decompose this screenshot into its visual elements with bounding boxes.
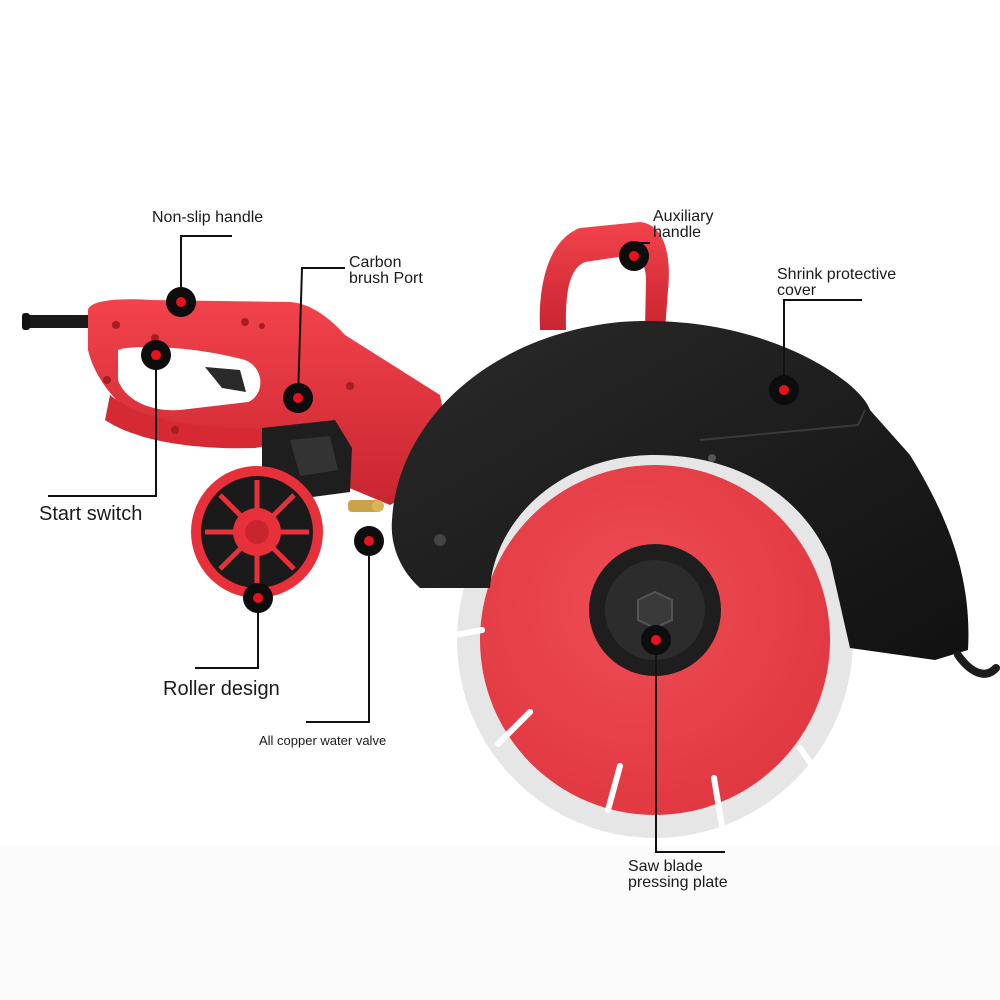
label-roller-design: Roller design: [163, 678, 280, 700]
leader-lines: [48, 235, 862, 853]
label-saw-blade-pressing-plate: Saw blade pressing plate: [628, 858, 728, 891]
floor-band: [0, 845, 1000, 1000]
label-carbon-brush-port: Carbon brush Port: [349, 254, 423, 287]
leader-blade-plate: [655, 640, 725, 853]
leader-water-valve: [306, 541, 370, 723]
marker-non-slip-handle: [166, 287, 196, 317]
marker-water-valve: [354, 526, 384, 556]
protective-cover-shape: [391, 321, 1000, 678]
marker-carbon-brush-port: [283, 383, 313, 413]
power-cord: [22, 313, 94, 330]
marker-blade-plate: [641, 625, 671, 655]
leader-non-slip-handle: [180, 235, 232, 302]
roller-wheel: [191, 466, 323, 598]
label-start-switch: Start switch: [39, 503, 143, 525]
motor-housing: [88, 299, 455, 505]
marker-roller-design: [243, 583, 273, 613]
leader-carbon-brush-port: [297, 267, 345, 399]
label-auxiliary-handle: Auxiliary handle: [653, 208, 714, 241]
label-non-slip-handle: Non-slip handle: [152, 209, 264, 226]
marker-auxiliary-handle: [619, 241, 649, 271]
leader-roller-design: [195, 598, 259, 669]
marker-shrink-cover: [769, 375, 799, 405]
auxiliary-handle-shape: [539, 222, 669, 330]
markers: [141, 241, 799, 655]
label-all-copper-water-valve: All copper water valve: [259, 733, 387, 748]
leader-shrink-cover: [783, 299, 862, 390]
leader-start-switch: [48, 355, 157, 497]
marker-start-switch: [141, 340, 171, 370]
label-shrink-protective-cover: Shrink protective cover: [777, 266, 897, 299]
water-valve-shape: [348, 500, 384, 512]
